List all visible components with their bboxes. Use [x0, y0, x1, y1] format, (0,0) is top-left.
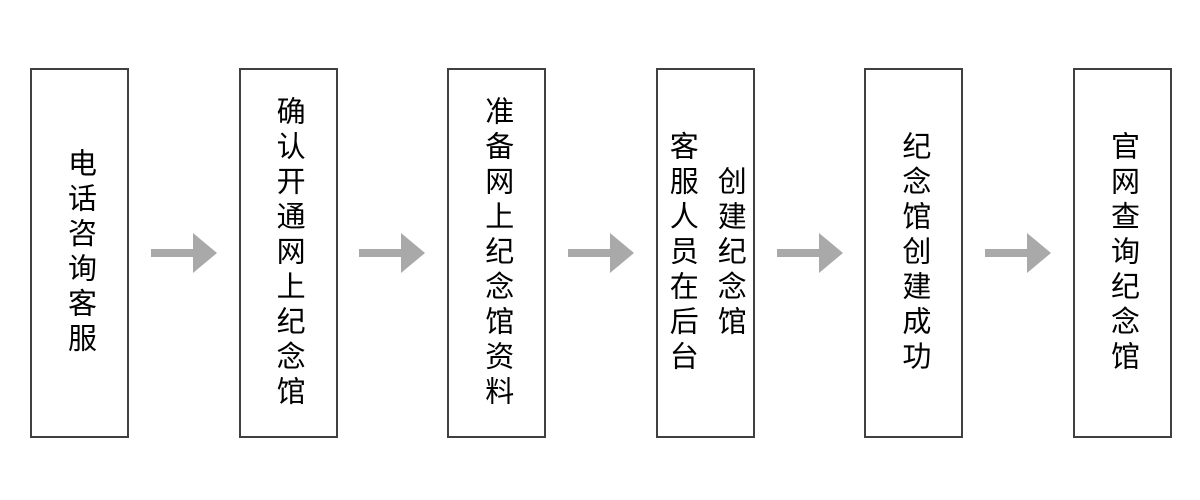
arrow-right-icon	[359, 233, 426, 273]
flow-step-1-label: 电话咨询客服	[63, 148, 96, 358]
flow-step-4: 客服人员在后台 创建纪念馆	[655, 68, 755, 438]
flow-step-3: 准备网上纪念馆资料	[447, 68, 547, 438]
flow-connector-3	[546, 68, 656, 438]
flow-connector-5	[963, 68, 1073, 438]
arrow-right-icon	[776, 233, 843, 273]
flow-connector-2	[338, 68, 448, 438]
flow-step-5: 纪念馆创建成功	[864, 68, 964, 438]
flowchart: 电话咨询客服 确认开通网上纪念馆 准备网上纪念馆资料 客服人员在后台 创建纪念馆	[30, 68, 1172, 438]
flow-step-4-label: 客服人员在后台 创建纪念馆	[665, 130, 746, 376]
flow-step-2-label: 确认开通网上纪念馆	[272, 95, 305, 411]
arrow-right-icon	[985, 233, 1052, 273]
flow-step-3-label: 准备网上纪念馆资料	[480, 95, 513, 411]
flow-connector-1	[129, 68, 239, 438]
flow-step-5-label: 纪念馆创建成功	[897, 130, 930, 376]
arrow-right-icon	[150, 233, 217, 273]
arrow-right-icon	[567, 233, 634, 273]
flow-step-1: 电话咨询客服	[30, 68, 129, 438]
flow-connector-4	[755, 68, 865, 438]
flow-step-6-label: 官网查询纪念馆	[1106, 130, 1139, 376]
flow-step-2: 确认开通网上纪念馆	[238, 68, 338, 438]
flow-step-6: 官网查询纪念馆	[1072, 68, 1172, 438]
